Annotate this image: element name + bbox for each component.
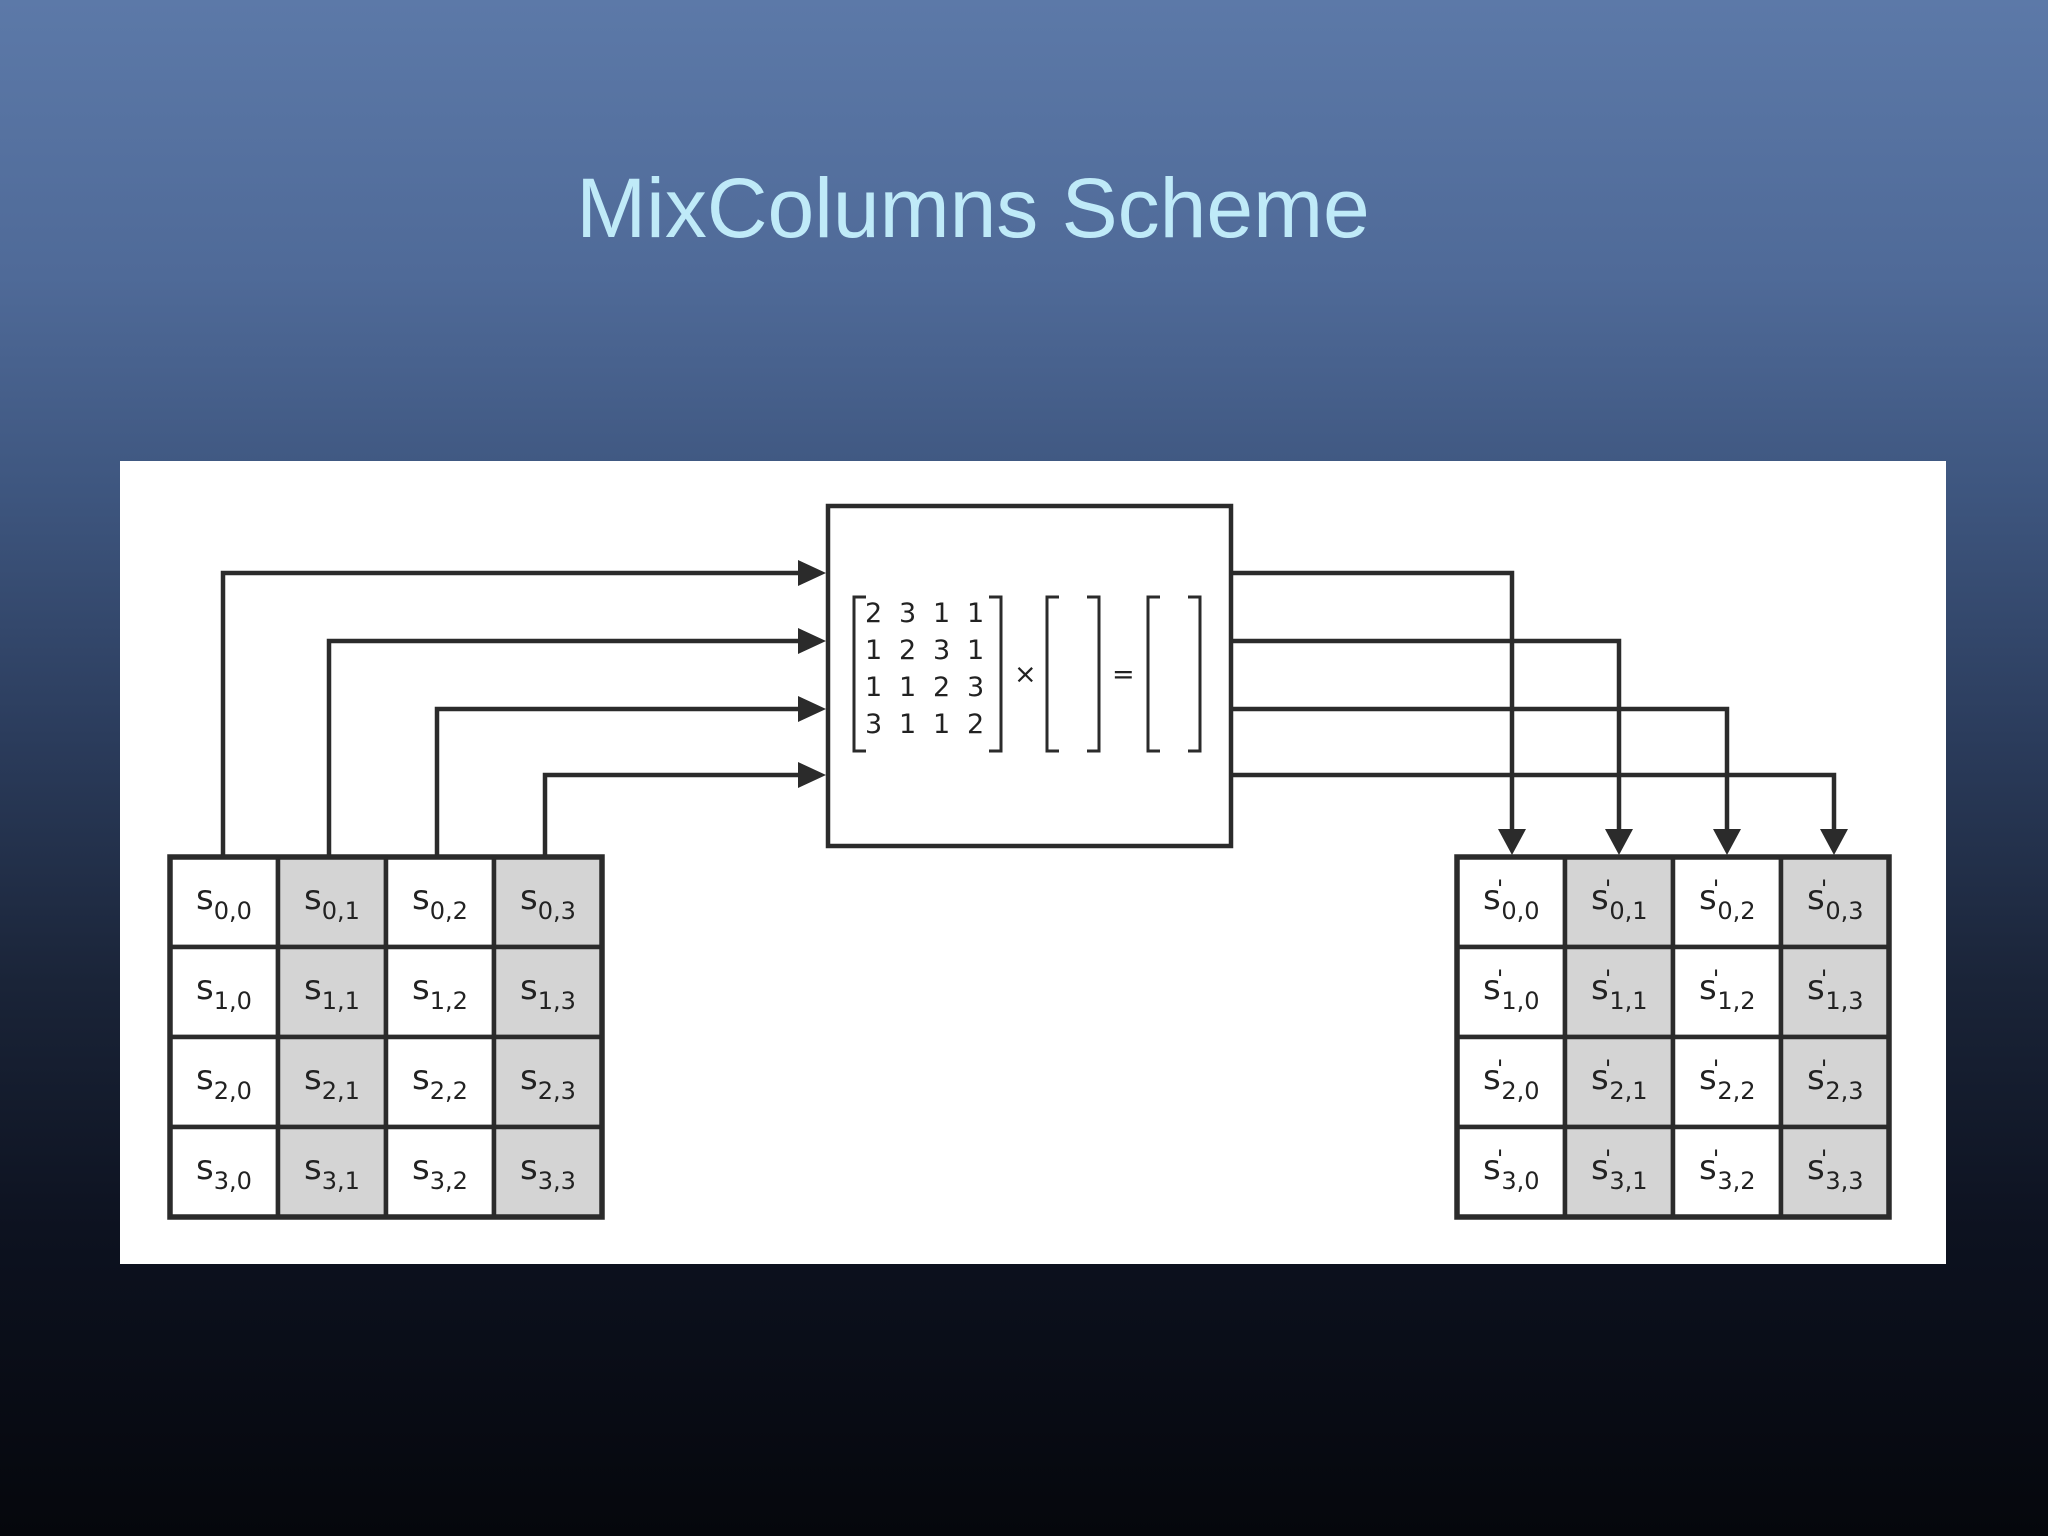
matrix-coef-1-3: 1 (967, 635, 984, 666)
in-cell-label-3-0: s3,0 (196, 1148, 252, 1195)
output-arrowhead-1 (1605, 829, 1633, 855)
matrix-coef-3-1: 1 (899, 709, 916, 740)
out-cell-label-0-1: s'0,1 (1591, 875, 1648, 925)
in-cell-label-2-2: s2,2 (412, 1058, 468, 1105)
input-arrowhead-3 (798, 762, 826, 788)
result-vector-left-bracket (1146, 595, 1160, 753)
input-wire-1 (326, 638, 802, 857)
in-cell-label-0-2: s0,2 (412, 878, 468, 925)
in-cell-label-0-3: s0,3 (520, 878, 576, 925)
in-border (167, 854, 605, 1220)
output-arrowhead-2 (1713, 829, 1741, 855)
matrix-coef-1-0: 1 (865, 635, 882, 666)
mixcolumns-diagram: s0,0 s0,1 s0,2 s0,3 s1,0 s1,1 s1,2 s1,3 s2,0 s2,1… (120, 461, 1946, 1264)
matrix-coef-2-3: 3 (967, 672, 984, 703)
out-cell-label-3-1: s'3,1 (1591, 1145, 1648, 1195)
output-arrowhead-0 (1498, 829, 1526, 855)
matrix-coef-2-1: 1 (899, 672, 916, 703)
matrix-coef-0-3: 1 (967, 598, 984, 629)
out-cell-2-1 (1562, 1034, 1676, 1130)
result-vector-right-bracket (1188, 595, 1202, 753)
in-cell-label-1-1: s1,1 (304, 968, 360, 1015)
out-cell-label-3-3: s'3,3 (1807, 1145, 1864, 1195)
input-wire-0 (220, 570, 802, 857)
out-cell-label-3-2: s'3,2 (1699, 1145, 1756, 1195)
output-wire-2 (1231, 706, 1730, 833)
matrix-coef-2-2: 2 (933, 672, 950, 703)
out-cell-label-2-1: s'2,1 (1591, 1055, 1648, 1105)
in-cell-label-1-3: s1,3 (520, 968, 576, 1015)
in-cell-label-2-3: s2,3 (520, 1058, 576, 1105)
matrix-coef-1-2: 3 (933, 635, 950, 666)
in-cell-label-3-3: s3,3 (520, 1148, 576, 1195)
matrix-coef-3-0: 3 (865, 709, 882, 740)
matrix-coef-0-2: 1 (933, 598, 950, 629)
out-cell-label-1-0: s'1,0 (1483, 965, 1540, 1015)
column-vector-right-bracket (1087, 595, 1101, 753)
output-wire-0 (1231, 570, 1515, 833)
out-cell-label-0-3: s'0,3 (1807, 875, 1864, 925)
out-cell-label-2-3: s'2,3 (1807, 1055, 1864, 1105)
out-cell-2-2 (1670, 1034, 1784, 1130)
in-cell-1-2 (383, 944, 497, 1040)
matrix-coef-3-3: 2 (967, 709, 984, 740)
output-state-grid: s'0,0 s'0,1 s'0,2 s'0,3 s'1,0 s'1,1 s'1,2 s'1,3… (1454, 854, 1892, 1220)
in-cell-label-1-2: s1,2 (412, 968, 468, 1015)
in-cell-label-2-1: s2,1 (304, 1058, 360, 1105)
input-arrowhead-2 (798, 696, 826, 722)
output-arrowhead-3 (1820, 829, 1848, 855)
out-cell-label-1-2: s'1,2 (1699, 965, 1756, 1015)
out-cell-label-1-1: s'1,1 (1591, 965, 1648, 1015)
equals-operator: = (1112, 659, 1135, 690)
matrix-coef-2-0: 1 (865, 672, 882, 703)
matrix-coef-3-2: 1 (933, 709, 950, 740)
out-cell-label-1-3: s'1,3 (1807, 965, 1864, 1015)
in-cell-label-3-2: s3,2 (412, 1148, 468, 1195)
matrix-coef-0-0: 2 (865, 598, 882, 629)
column-vector-left-bracket (1045, 595, 1059, 753)
out-cell-label-0-0: s'0,0 (1483, 875, 1540, 925)
matrix-left-bracket (852, 595, 866, 753)
input-wire-2 (434, 706, 802, 857)
mix-box-frame (825, 503, 1234, 849)
input-arrowhead-1 (798, 628, 826, 654)
out-cell-0-3 (1778, 854, 1892, 950)
matrix-coef-0-1: 3 (899, 598, 916, 629)
slide-title: MixColumns Scheme (576, 161, 1370, 255)
output-wire-3 (1231, 772, 1837, 833)
in-cell-label-2-0: s2,0 (196, 1058, 252, 1105)
in-cell-label-0-1: s0,1 (304, 878, 360, 925)
matrix-coef-1-1: 2 (899, 635, 916, 666)
out-border (1454, 854, 1892, 1220)
diagram-canvas: s0,0 s0,1 s0,2 s0,3 s1,0 s1,1 s1,2 s1,3 s2,0 s2,1… (167, 503, 1892, 1220)
times-operator: × (1014, 659, 1037, 690)
in-cell-label-0-0: s0,0 (196, 878, 252, 925)
input-wire-3 (542, 772, 802, 857)
out-cell-1-2 (1670, 944, 1784, 1040)
input-state-grid: s0,0 s0,1 s0,2 s0,3 s1,0 s1,1 s1,2 s1,3 s2,0 s2,1… (167, 854, 605, 1220)
output-wire-1 (1231, 638, 1622, 833)
out-cell-label-3-0: s'3,0 (1483, 1145, 1540, 1195)
out-cell-1-3 (1778, 944, 1892, 1040)
in-cell-label-3-1: s3,1 (304, 1148, 360, 1195)
out-cell-label-2-0: s'2,0 (1483, 1055, 1540, 1105)
out-cell-3-1 (1562, 1124, 1676, 1220)
matrix-right-bracket (989, 595, 1003, 753)
out-cell-label-2-2: s'2,2 (1699, 1055, 1756, 1105)
out-cell-label-0-2: s'0,2 (1699, 875, 1756, 925)
input-arrowhead-0 (798, 560, 826, 586)
in-cell-1-1 (275, 944, 389, 1040)
in-cell-label-1-0: s1,0 (196, 968, 252, 1015)
column-wires (220, 560, 1848, 857)
